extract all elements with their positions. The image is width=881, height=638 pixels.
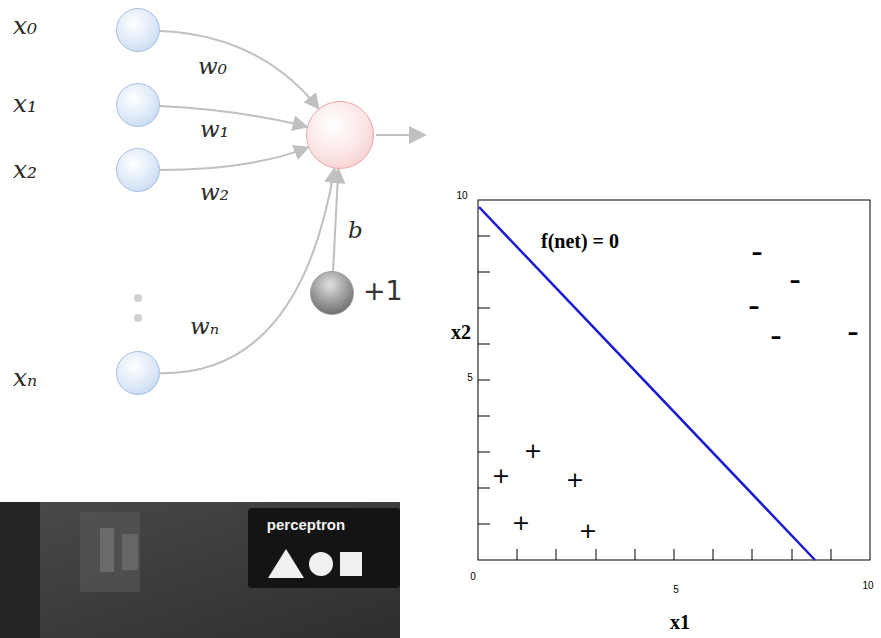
tick-label: 5 [673, 585, 679, 595]
tick-label: 0 [470, 572, 476, 582]
axis-title: x2 [451, 322, 471, 342]
tick-label: 10 [862, 581, 873, 591]
node-label: xₙ [13, 365, 37, 390]
minus-point: – [749, 296, 760, 318]
axis-title: x1 [670, 612, 690, 632]
input-neuron: x₂ [116, 148, 160, 192]
minus-point: – [752, 242, 763, 264]
weight-label: w₁ [198, 117, 231, 142]
node-label: x₂ [13, 157, 37, 182]
weight-connector [160, 147, 308, 170]
weight-connector [160, 31, 319, 109]
weight-connector [160, 106, 307, 127]
input-neuron: x₀ [116, 8, 160, 52]
tick-label: 5 [467, 373, 473, 383]
input-neuron: x₁ [116, 83, 160, 127]
plus-point: + [524, 440, 542, 462]
weight-label: w₀ [196, 54, 229, 79]
minus-point: – [790, 270, 801, 292]
photo-text: perceptron [267, 517, 345, 532]
weight-connector [333, 169, 338, 271]
minus-point: – [771, 326, 782, 348]
weight-label: w₂ [198, 180, 231, 205]
plus-point: + [492, 465, 510, 487]
weight-label: wₙ [188, 314, 221, 339]
line-label: f(net) = 0 [541, 231, 619, 251]
minus-point: – [848, 322, 859, 344]
input-neuron: xₙ [116, 351, 160, 395]
weight-label: b [346, 218, 365, 243]
output-neuron [306, 101, 374, 169]
node-label: x₁ [13, 91, 37, 116]
bias-neuron: +1 [310, 271, 354, 315]
node-label: +1 [363, 277, 403, 304]
tick-label: 10 [456, 191, 467, 201]
weight-connector [160, 169, 334, 374]
plus-point: + [512, 512, 530, 534]
node-label: x₀ [13, 13, 37, 38]
plus-point: + [566, 469, 584, 491]
plus-point: + [579, 520, 597, 542]
